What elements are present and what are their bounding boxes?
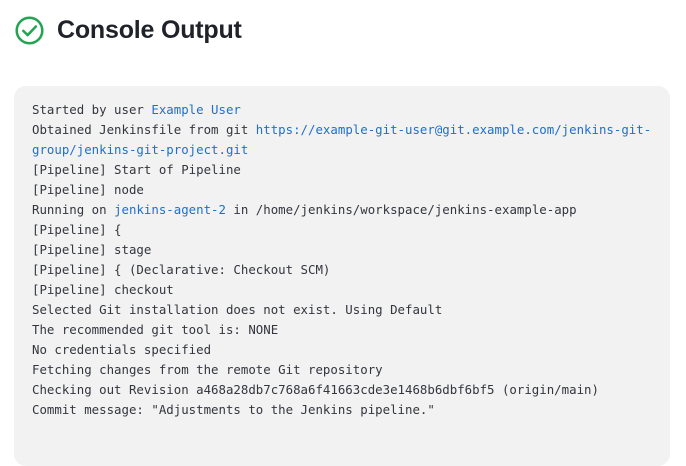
line-no-credentials: No credentials specified — [32, 340, 652, 360]
console-log[interactable]: Started by user Example User Obtained Je… — [32, 100, 652, 420]
console-log-link[interactable]: Example User — [151, 102, 241, 117]
line-pipeline-open-brace: [Pipeline] { — [32, 220, 652, 240]
page-header: Console Output — [0, 0, 686, 46]
line-commit-message: Commit message: "Adjustments to the Jenk… — [32, 400, 652, 420]
console-log-link[interactable]: https://example-git-user@git.example.com… — [32, 122, 652, 157]
console-log-text: [Pipeline] node — [32, 182, 144, 197]
console-log-text: Checking out Revision a468a28db7c768a6f4… — [32, 382, 599, 397]
console-log-text: Running on — [32, 202, 115, 217]
console-log-text: Obtained Jenkinsfile from git — [32, 122, 256, 137]
line-pipeline-stage: [Pipeline] stage — [32, 240, 652, 260]
page-title: Console Output — [57, 15, 242, 44]
line-running-on-agent: Running on jenkins-agent-2 in /home/jenk… — [32, 200, 652, 220]
line-recommended-git-tool: The recommended git tool is: NONE — [32, 320, 652, 340]
line-pipeline-declarative-checkout: [Pipeline] { (Declarative: Checkout SCM) — [32, 260, 652, 280]
console-log-text: [Pipeline] checkout — [32, 282, 174, 297]
line-fetching-changes: Fetching changes from the remote Git rep… — [32, 360, 652, 380]
line-started-by-user: Started by user Example User — [32, 100, 652, 120]
line-obtained-jenkinsfile: Obtained Jenkinsfile from git https://ex… — [32, 120, 652, 160]
console-log-text: Commit message: "Adjustments to the Jenk… — [32, 402, 435, 417]
console-log-text: Selected Git installation does not exist… — [32, 302, 443, 317]
line-selected-git-installation: Selected Git installation does not exist… — [32, 300, 652, 320]
console-output-panel[interactable]: Started by user Example User Obtained Je… — [14, 86, 670, 466]
console-log-link[interactable]: jenkins-agent-2 — [114, 202, 226, 217]
line-start-of-pipeline: [Pipeline] Start of Pipeline — [32, 160, 652, 180]
console-log-text: in /home/jenkins/workspace/jenkins-examp… — [225, 202, 577, 217]
console-log-text: [Pipeline] { (Declarative: Checkout SCM) — [32, 262, 331, 277]
console-log-text: [Pipeline] { — [32, 222, 122, 237]
line-checking-out-revision: Checking out Revision a468a28db7c768a6f4… — [32, 380, 652, 400]
console-log-text: [Pipeline] Start of Pipeline — [32, 162, 241, 177]
console-log-text: Started by user — [32, 102, 152, 117]
console-log-text: The recommended git tool is: NONE — [32, 322, 279, 337]
check-circle-icon — [14, 15, 45, 46]
line-pipeline-node: [Pipeline] node — [32, 180, 652, 200]
console-log-text: No credentials specified — [32, 342, 212, 357]
line-pipeline-checkout: [Pipeline] checkout — [32, 280, 652, 300]
console-log-text: Fetching changes from the remote Git rep… — [32, 362, 383, 377]
console-log-text: [Pipeline] stage — [32, 242, 152, 257]
